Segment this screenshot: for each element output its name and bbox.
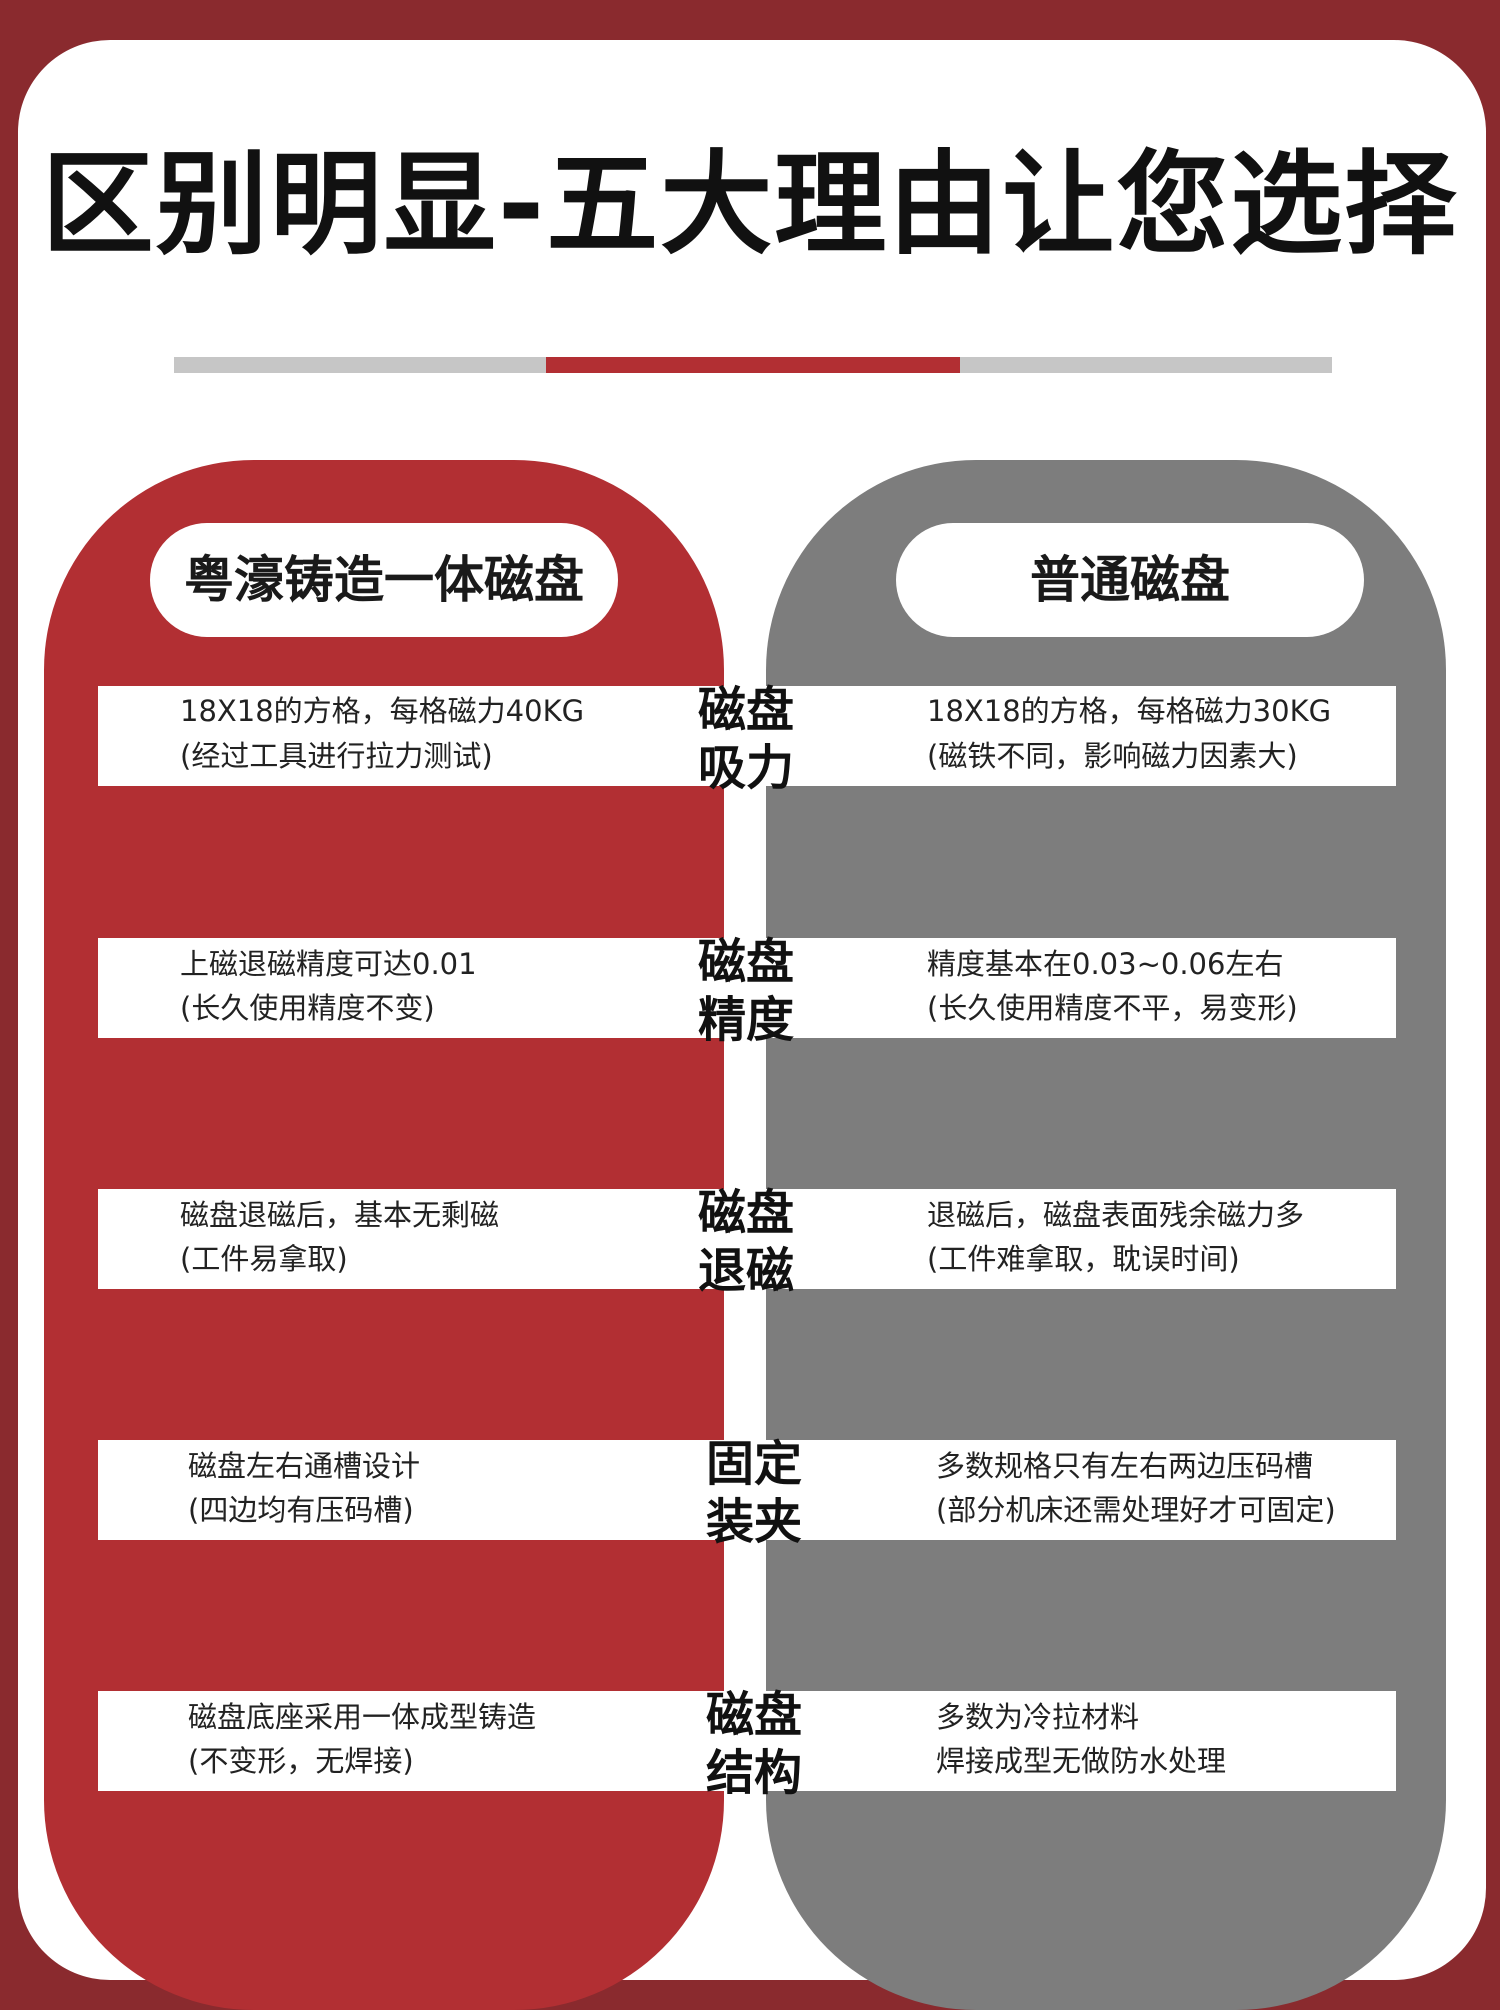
title-divider-accent: [546, 357, 960, 373]
category-label-line2: 结构: [705, 1745, 802, 1801]
left-row-text: 磁盘退磁后，基本无剩磁: [180, 1198, 500, 1232]
right-row-note: (磁铁不同，影响磁力因素大): [927, 739, 1298, 773]
right-row-text: 18X18的方格，每格磁力30KG: [927, 694, 1332, 728]
right-row-note: (工件难拿取，耽误时间): [927, 1242, 1240, 1276]
category-label-line2: 吸力: [697, 740, 794, 796]
right-row-note: 焊接成型无做防水处理: [936, 1744, 1227, 1778]
category-label-line1: 磁盘: [697, 934, 794, 990]
left-row-note: (工件易拿取): [180, 1242, 348, 1276]
category-label-line2: 装夹: [705, 1494, 802, 1550]
right-row-text: 退磁后，磁盘表面残余磁力多: [927, 1198, 1305, 1232]
left-row-text: 磁盘左右通槽设计: [188, 1449, 421, 1483]
left-row-note: (不变形，无焊接): [188, 1744, 414, 1778]
title-divider-left: [174, 357, 546, 373]
category-label-line1: 磁盘: [697, 1185, 794, 1241]
category-label-line2: 精度: [697, 992, 794, 1048]
title-divider-right: [960, 357, 1332, 373]
right-column-header: 普通磁盘: [896, 523, 1364, 637]
right-row-text: 多数为冷拉材料: [936, 1700, 1140, 1734]
right-row-text: 多数规格只有左右两边压码槽: [936, 1449, 1314, 1483]
left-row-text: 18X18的方格，每格磁力40KG: [180, 694, 585, 728]
category-label-line1: 磁盘: [697, 682, 794, 738]
comparison-row-bar: [98, 1189, 1396, 1289]
left-row-note: (经过工具进行拉力测试): [180, 739, 493, 773]
left-row-text: 磁盘底座采用一体成型铸造: [188, 1700, 537, 1734]
right-row-note: (长久使用精度不平，易变形): [927, 991, 1298, 1025]
category-label-line1: 固定: [705, 1436, 802, 1492]
left-row-note: (四边均有压码槽): [188, 1493, 414, 1527]
category-label-line2: 退磁: [697, 1243, 794, 1299]
left-column-header: 粤濠铸造一体磁盘: [150, 523, 618, 637]
right-row-text: 精度基本在0.03~0.06左右: [927, 947, 1284, 981]
left-row-text: 上磁退磁精度可达0.01: [180, 947, 477, 981]
category-label-line1: 磁盘: [705, 1687, 802, 1743]
comparison-row-bar: [98, 1440, 1396, 1540]
left-row-note: (长久使用精度不变): [180, 991, 435, 1025]
comparison-row-bar: [98, 938, 1396, 1038]
comparison-row-bar: [98, 1691, 1396, 1791]
right-row-note: (部分机床还需处理好才可固定): [936, 1493, 1336, 1527]
page-title: 区别明显-五大理由让您选择: [41, 140, 1459, 270]
comparison-row-bar: [98, 686, 1396, 786]
